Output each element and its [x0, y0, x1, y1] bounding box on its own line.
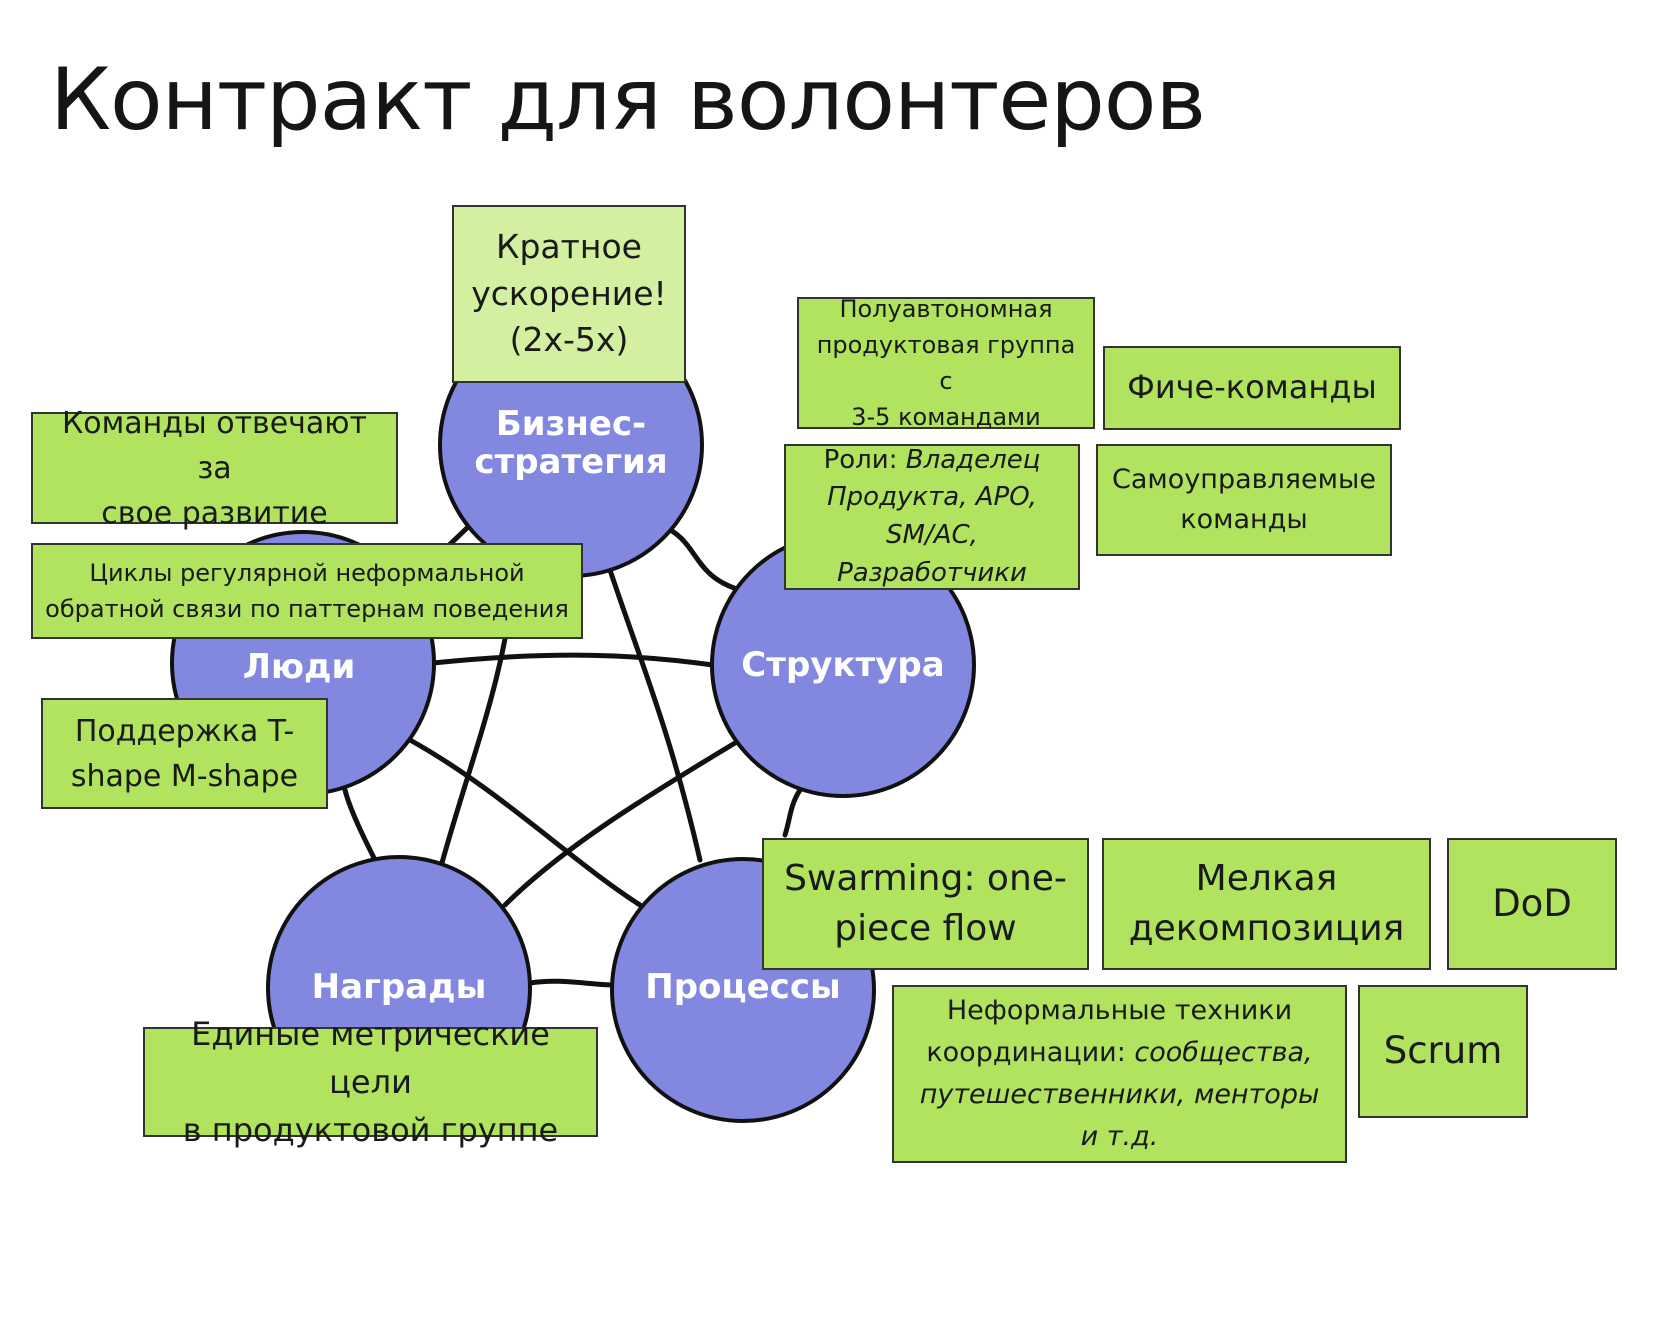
roles-text: Роли: Владелец Продукта, APO, SM/AC, Раз… — [790, 442, 1074, 593]
note-teams-growth: Команды отвечают за свое развитие — [31, 406, 398, 531]
roles-line-3: SM/AC, Разработчики — [837, 520, 1027, 588]
coordination-line-1: Неформальные техники — [946, 995, 1293, 1027]
coordination-text: Неформальные техники координации: сообще… — [920, 990, 1320, 1157]
note-scrum: Scrum — [1358, 985, 1528, 1118]
note-decomposition: Мелкая декомпозиция — [1102, 838, 1431, 970]
note-coordination: Неформальные техники координации: сообще… — [892, 985, 1347, 1163]
edge-structure-processes — [782, 787, 803, 838]
roles-line-2: Продукта, APO, — [827, 482, 1037, 513]
note-semi-autonomous-group: Полуавтономная продуктовая группа с 3-5 … — [797, 295, 1095, 431]
edge-strategy-processes — [607, 567, 703, 863]
coordination-line-4: и т.д. — [1080, 1120, 1159, 1152]
edge-structure-rewards — [502, 737, 743, 908]
edge-people-structure — [430, 652, 716, 668]
coordination-line-3: путешественники, менторы — [919, 1079, 1320, 1110]
note-roles: Роли: Владелец Продукта, APO, SM/AC, Раз… — [784, 444, 1080, 590]
note-feedback-cycles: Циклы регулярной неформальной обратной с… — [31, 543, 583, 639]
note-feature-teams: Фиче-команды — [1103, 346, 1401, 430]
edge-people-rewards — [342, 787, 378, 863]
roles-line-1: Роли: Владелец — [823, 444, 1041, 475]
edge-strategy-structure — [657, 522, 743, 593]
coordination-line-2: координации: сообщества, — [926, 1037, 1313, 1069]
note-metric-goals: Единые метрические цели в продуктовой гр… — [143, 1015, 598, 1149]
note-t-shape: Поддержка T- shape M-shape — [41, 698, 328, 809]
note-acceleration: Кратное ускорение! (2x-5x) — [452, 205, 686, 383]
edge-people-processes — [407, 737, 643, 908]
note-swarming: Swarming: one- piece flow — [762, 838, 1089, 970]
note-self-managed-teams: Самоуправляемые команды — [1096, 444, 1392, 556]
page-title: Контракт для волонтеров — [50, 50, 1206, 150]
note-dod: DoD — [1447, 838, 1617, 970]
edge-rewards-processes — [527, 978, 618, 988]
